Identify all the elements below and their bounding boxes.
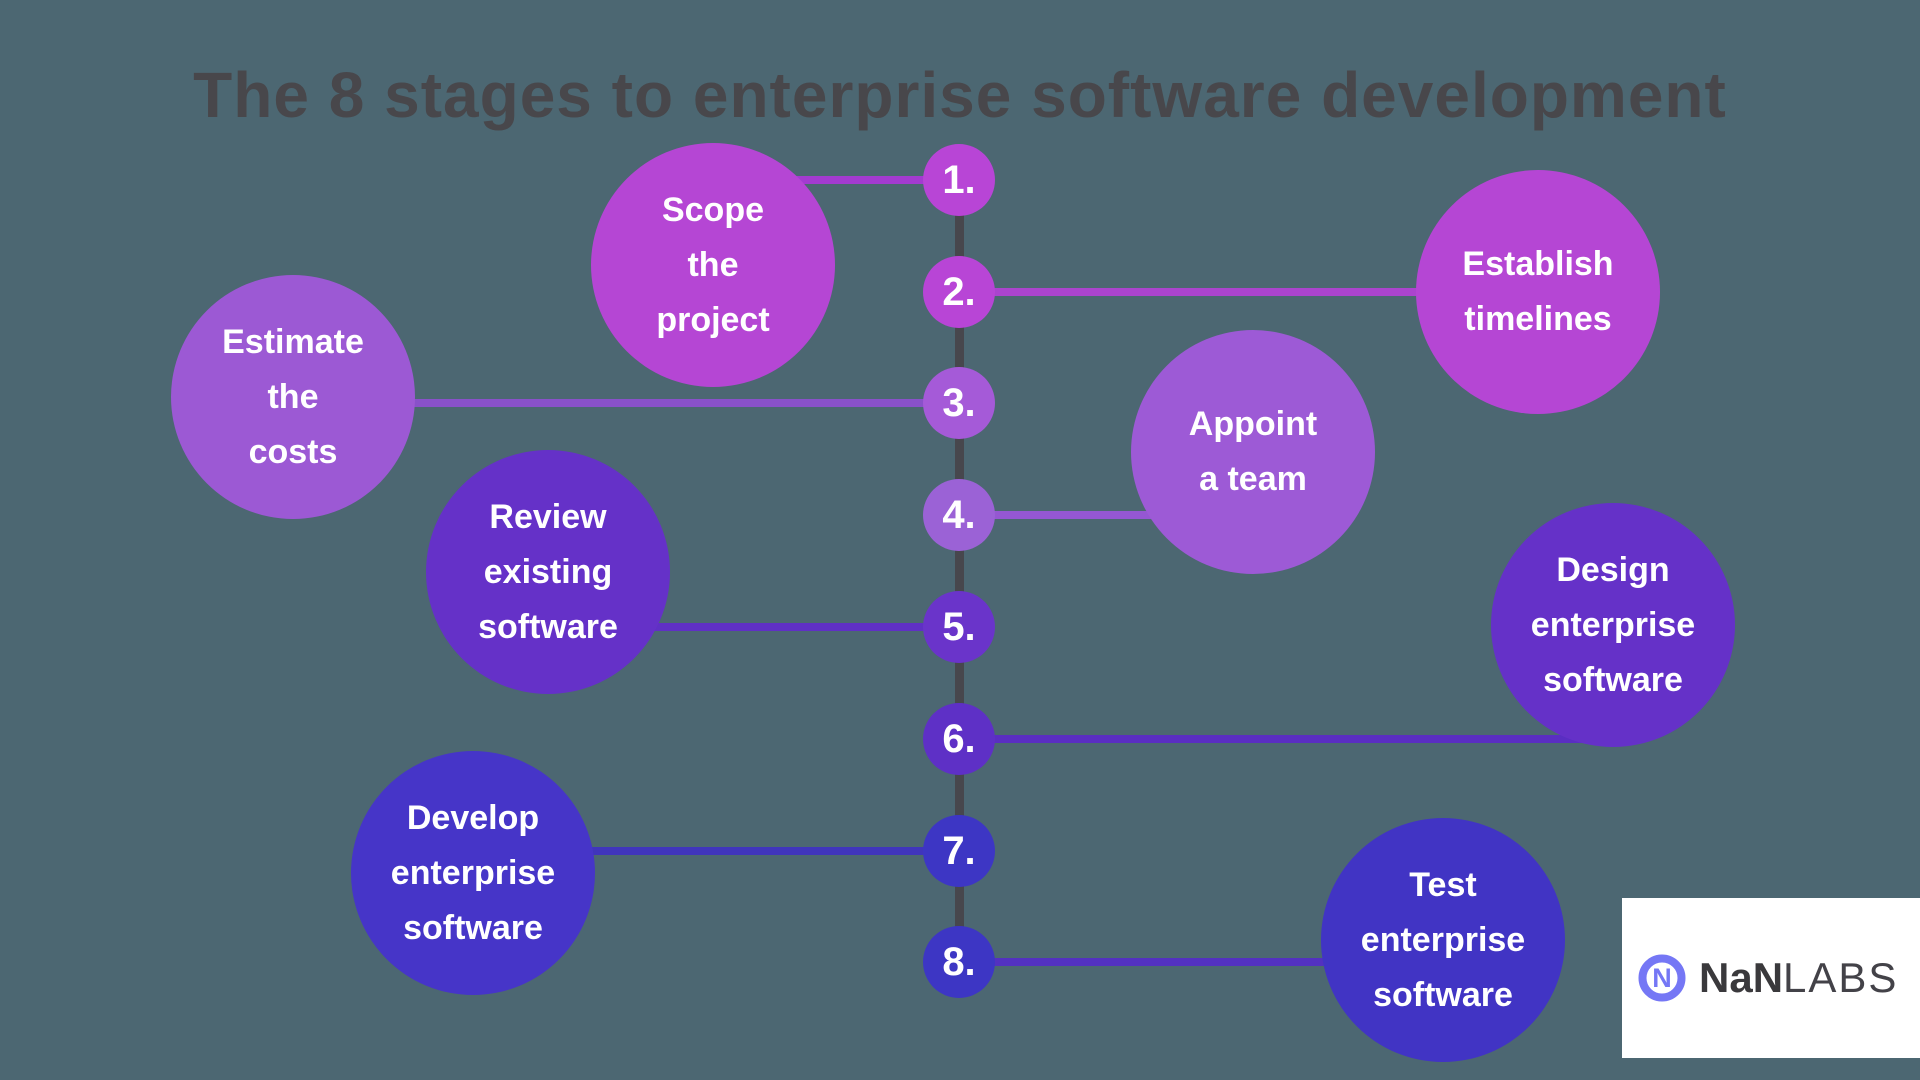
timeline-node-3: 3. xyxy=(923,367,995,439)
timeline-node-number: 8. xyxy=(942,939,976,984)
stage-label: Test enterprise software xyxy=(1360,865,1526,1014)
connector-line-8 xyxy=(959,958,1443,966)
stage-label: Review existing software xyxy=(478,497,618,646)
stage-circle-review-existing-software: Review existing software xyxy=(426,450,670,694)
timeline-line xyxy=(955,180,964,962)
stage-label: Scope the project xyxy=(656,190,770,339)
timeline-node-7: 7. xyxy=(923,815,995,887)
timeline-node-number: 5. xyxy=(942,604,976,649)
stage-circle-design-enterprise-software: Design enterprise software xyxy=(1491,503,1735,747)
page-title: The 8 stages to enterprise software deve… xyxy=(193,59,1727,131)
timeline-node-number: 7. xyxy=(942,828,976,873)
timeline-node-6: 6. xyxy=(923,703,995,775)
stage-circle-estimate-the-costs: Estimate the costs xyxy=(171,275,415,519)
stage-label: Estimate the costs xyxy=(222,322,364,471)
logo-text-nan: NaN xyxy=(1699,954,1784,1001)
stage-circle-scope-the-project: Scope the project xyxy=(591,143,835,387)
connector-line-6 xyxy=(959,735,1613,743)
timeline-node-8: 8. xyxy=(923,926,995,998)
timeline-node-number: 2. xyxy=(942,269,976,314)
stage-circle-appoint-a-team: Appoint a team xyxy=(1131,330,1375,574)
n-in-circle-icon: N xyxy=(1638,954,1686,1002)
connector-line-3 xyxy=(293,399,959,407)
stage-label: Design enterprise software xyxy=(1530,550,1696,699)
stage-circle-test-enterprise-software: Test enterprise software xyxy=(1321,818,1565,1062)
timeline-node-5: 5. xyxy=(923,591,995,663)
timeline-node-number: 6. xyxy=(942,716,976,761)
stage-circle-develop-enterprise-software: Develop enterprise software xyxy=(351,751,595,995)
stage-label: Establish timelines xyxy=(1462,245,1614,338)
timeline-node-number: 4. xyxy=(942,492,976,537)
connector-line-1 xyxy=(713,176,959,184)
timeline-node-number: 3. xyxy=(942,380,976,425)
connector-line-5 xyxy=(548,623,959,631)
stage-circle-establish-timelines: Establish timelines xyxy=(1416,170,1660,414)
stage-label: Appoint a team xyxy=(1188,405,1318,498)
connector-line-2 xyxy=(959,288,1538,296)
stage-label: Develop enterprise software xyxy=(390,798,556,947)
timeline-node-number: 1. xyxy=(942,157,976,202)
svg-text:N: N xyxy=(1652,963,1672,993)
logo-text-labs: LABS xyxy=(1783,954,1899,1001)
timeline-node-2: 2. xyxy=(923,256,995,328)
timeline-node-1: 1. xyxy=(923,144,995,216)
connector-line-7 xyxy=(473,847,959,855)
connector-line-4 xyxy=(959,511,1253,519)
timeline-node-4: 4. xyxy=(923,479,995,551)
